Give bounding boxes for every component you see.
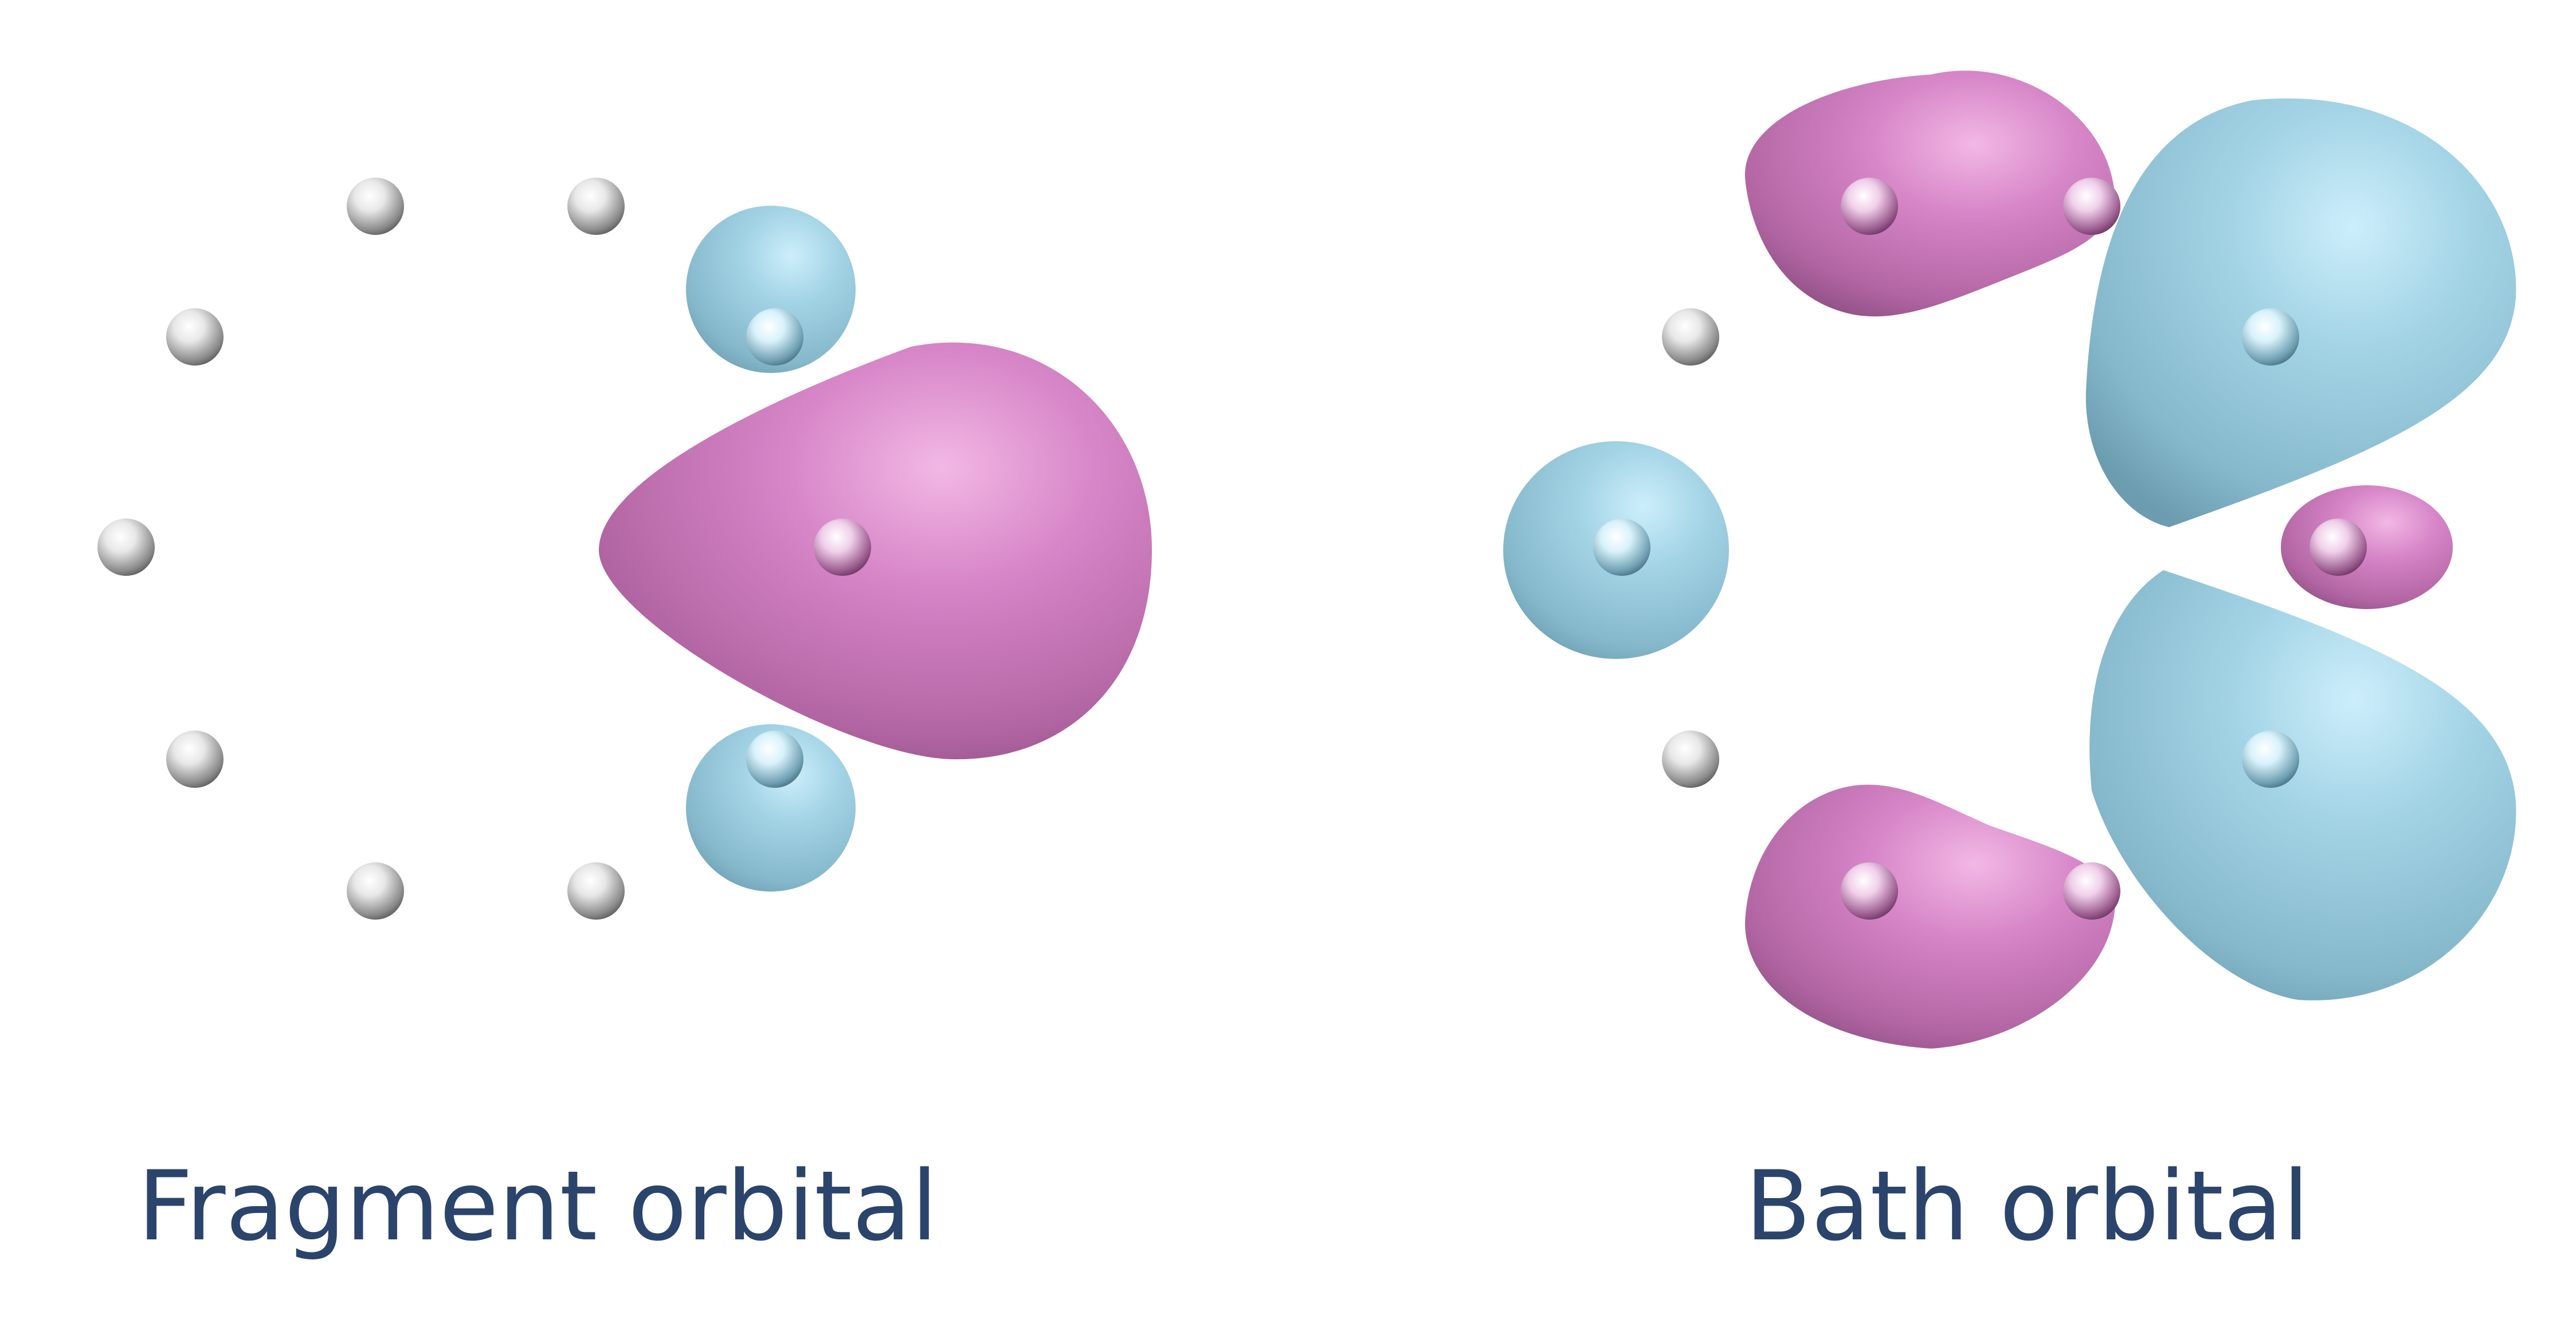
bath-negative-lobe-lower-right <box>2089 570 2516 1000</box>
bath-atom <box>2063 178 2120 235</box>
fragment-negative-lobe-upper <box>686 206 856 373</box>
bath-atom <box>2310 519 2367 576</box>
bath-atom <box>2242 308 2299 366</box>
bath-orbital-caption: Bath orbital <box>1745 1150 2310 1262</box>
bath-atom <box>2242 731 2299 788</box>
bath-positive-lobe-upper <box>1744 70 2115 317</box>
fragment-atom <box>746 731 803 788</box>
bath-negative-lobe-upper-right <box>2085 98 2516 528</box>
fragment-atom <box>166 308 224 366</box>
bath-atom <box>1841 178 1898 235</box>
fragment-positive-lobe <box>599 342 1152 760</box>
fragment-atom <box>567 862 625 920</box>
bath-atom <box>2063 862 2120 920</box>
bath-positive-lobe-lower <box>1745 784 2115 1049</box>
fragment-atom <box>746 308 803 366</box>
fragment-orbital-panel <box>97 178 1152 920</box>
bath-atom <box>1662 731 1719 788</box>
fragment-atom <box>814 519 871 576</box>
fragment-atom <box>347 178 404 235</box>
bath-orbital-panel <box>1503 70 2516 1049</box>
bath-atom <box>1662 308 1719 366</box>
fragment-atom <box>347 862 404 920</box>
fragment-negative-lobe-lower <box>686 724 856 892</box>
bath-atom <box>1841 862 1898 920</box>
fragment-atom <box>97 519 155 576</box>
fragment-atom <box>567 178 625 235</box>
bath-atom <box>1593 519 1650 576</box>
fragment-atom <box>166 731 224 788</box>
fragment-orbital-caption: Fragment orbital <box>138 1150 938 1262</box>
